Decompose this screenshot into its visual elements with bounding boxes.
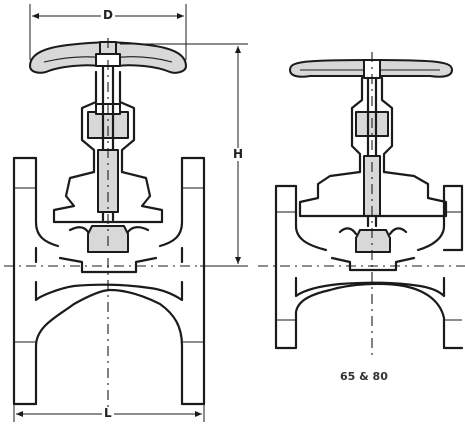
- dimension-h-label: H: [231, 147, 246, 161]
- dimension-l-label: L: [102, 406, 114, 420]
- right-valve-caption: 65 & 80: [340, 370, 388, 383]
- left-valve: [4, 38, 248, 412]
- dimension-h: [120, 43, 248, 267]
- left-seat: [58, 256, 158, 274]
- right-yoke: [350, 76, 394, 174]
- left-body: [12, 156, 206, 406]
- right-disc: [355, 229, 391, 253]
- right-bonnet: [298, 170, 448, 218]
- right-valve: [258, 52, 465, 356]
- right-body: [274, 184, 464, 350]
- left-yoke: [80, 70, 136, 174]
- left-stem-lower: [97, 149, 119, 213]
- dimension-d-label: D: [101, 8, 115, 22]
- right-seat: [330, 256, 416, 272]
